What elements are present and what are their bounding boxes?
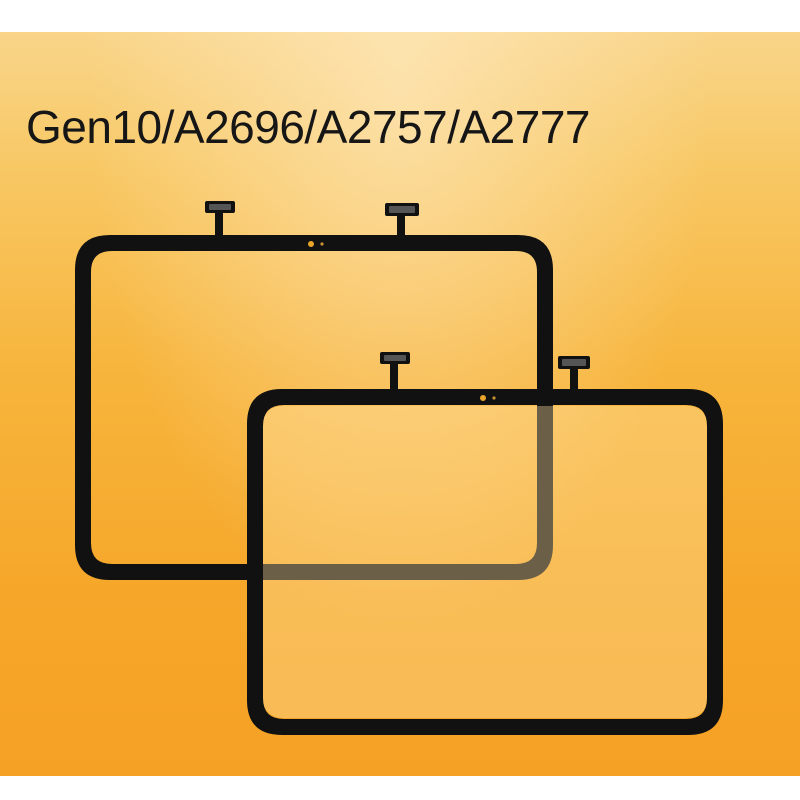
- sensor-dot: [320, 242, 324, 246]
- touch-screen-panel-back: [75, 201, 553, 580]
- glass-panel: [262, 406, 708, 718]
- flex-connector-left: [205, 201, 235, 239]
- touch-screen-panel-front: [247, 352, 723, 735]
- camera-dot: [480, 395, 486, 401]
- model-title: Gen10/A2696/A2757/A2777: [26, 101, 591, 153]
- sensor-dot: [492, 396, 496, 400]
- flex-connector-right: [385, 203, 419, 239]
- flex-connector-right: [558, 356, 590, 391]
- camera-dot: [308, 241, 314, 247]
- flex-connector-left: [380, 352, 410, 392]
